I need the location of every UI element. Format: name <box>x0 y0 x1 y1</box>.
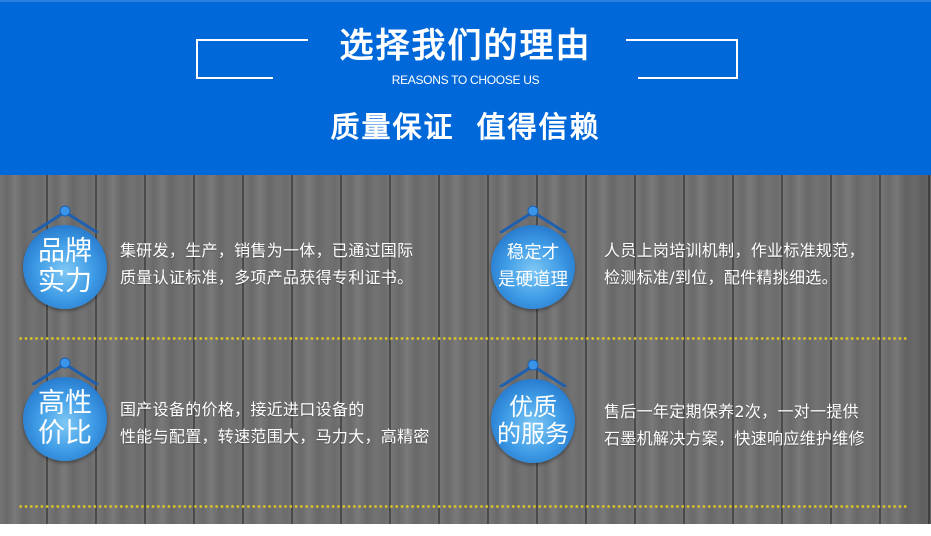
page-title: 选择我们的理由 <box>339 26 592 66</box>
dotted-divider <box>18 505 908 508</box>
description-line: 人员上岗培训机制，作业标准规范， <box>604 241 865 260</box>
page-subtitle: REASONS TO CHOOSE US <box>391 73 540 87</box>
feature-description: 售后一年定期保养2次，一对一提供 石墨机解决方案，快速响应维护维修 <box>604 398 865 452</box>
badge-text-line: 的服务 <box>497 420 569 448</box>
badge-circle: 品牌 实力 <box>23 225 107 309</box>
badge-text-line: 优质 <box>509 393 557 422</box>
left-bracket-decoration <box>196 39 308 79</box>
description-line: 性能与配置，转速范围大，马力大，高精密 <box>120 427 430 446</box>
hanger-pin-icon <box>499 205 567 233</box>
wood-background-panel <box>0 175 931 524</box>
badge-stability: 稳定才 是硬道理 <box>486 203 580 315</box>
badge-quality-service: 优质 的服务 <box>486 357 580 469</box>
description-line: 石墨机解决方案，快速响应维护维修 <box>604 429 865 448</box>
badge-text-line: 稳定才 <box>506 242 560 263</box>
badge-text-line: 是硬道理 <box>498 270 568 290</box>
hanger-pin-icon <box>499 359 567 387</box>
header-banner: 选择我们的理由 REASONS TO CHOOSE US 质量保证 值得信赖 <box>0 0 931 175</box>
description-line: 检测标准/到位，配件精挑细选。 <box>604 268 838 287</box>
hanger-pin-icon <box>31 205 99 233</box>
description-line: 国产设备的价格，接近进口设备的 <box>120 400 365 419</box>
description-line: 质量认证标准，多项产品获得专利证书。 <box>120 268 414 287</box>
badge-circle: 高性 价比 <box>23 377 107 461</box>
badge-cost-performance: 高性 价比 <box>18 355 112 467</box>
description-line: 售后一年定期保养2次，一对一提供 <box>604 402 859 421</box>
badge-text-line: 价比 <box>38 418 92 449</box>
badge-circle: 稳定才 是硬道理 <box>491 225 575 309</box>
dotted-divider <box>18 337 908 340</box>
hanger-pin-icon <box>31 357 99 385</box>
badge-circle: 优质 的服务 <box>491 379 575 463</box>
badge-brand-strength: 品牌 实力 <box>18 203 112 315</box>
feature-description: 人员上岗培训机制，作业标准规范， 检测标准/到位，配件精挑细选。 <box>604 237 865 291</box>
description-line: 集研发，生产，销售为一体，已通过国际 <box>120 241 414 260</box>
badge-text-line: 品牌 <box>38 235 92 267</box>
feature-description: 集研发，生产，销售为一体，已通过国际 质量认证标准，多项产品获得专利证书。 <box>120 237 413 291</box>
badge-text-line: 实力 <box>38 266 92 297</box>
right-bracket-decoration <box>626 39 738 79</box>
feature-description: 国产设备的价格，接近进口设备的 性能与配置，转速范围大，马力大，高精密 <box>120 396 430 450</box>
slogan: 质量保证 值得信赖 <box>330 110 601 144</box>
wood-shade <box>891 175 931 524</box>
header-top-edge <box>0 0 931 2</box>
badge-text-line: 高性 <box>38 387 92 419</box>
